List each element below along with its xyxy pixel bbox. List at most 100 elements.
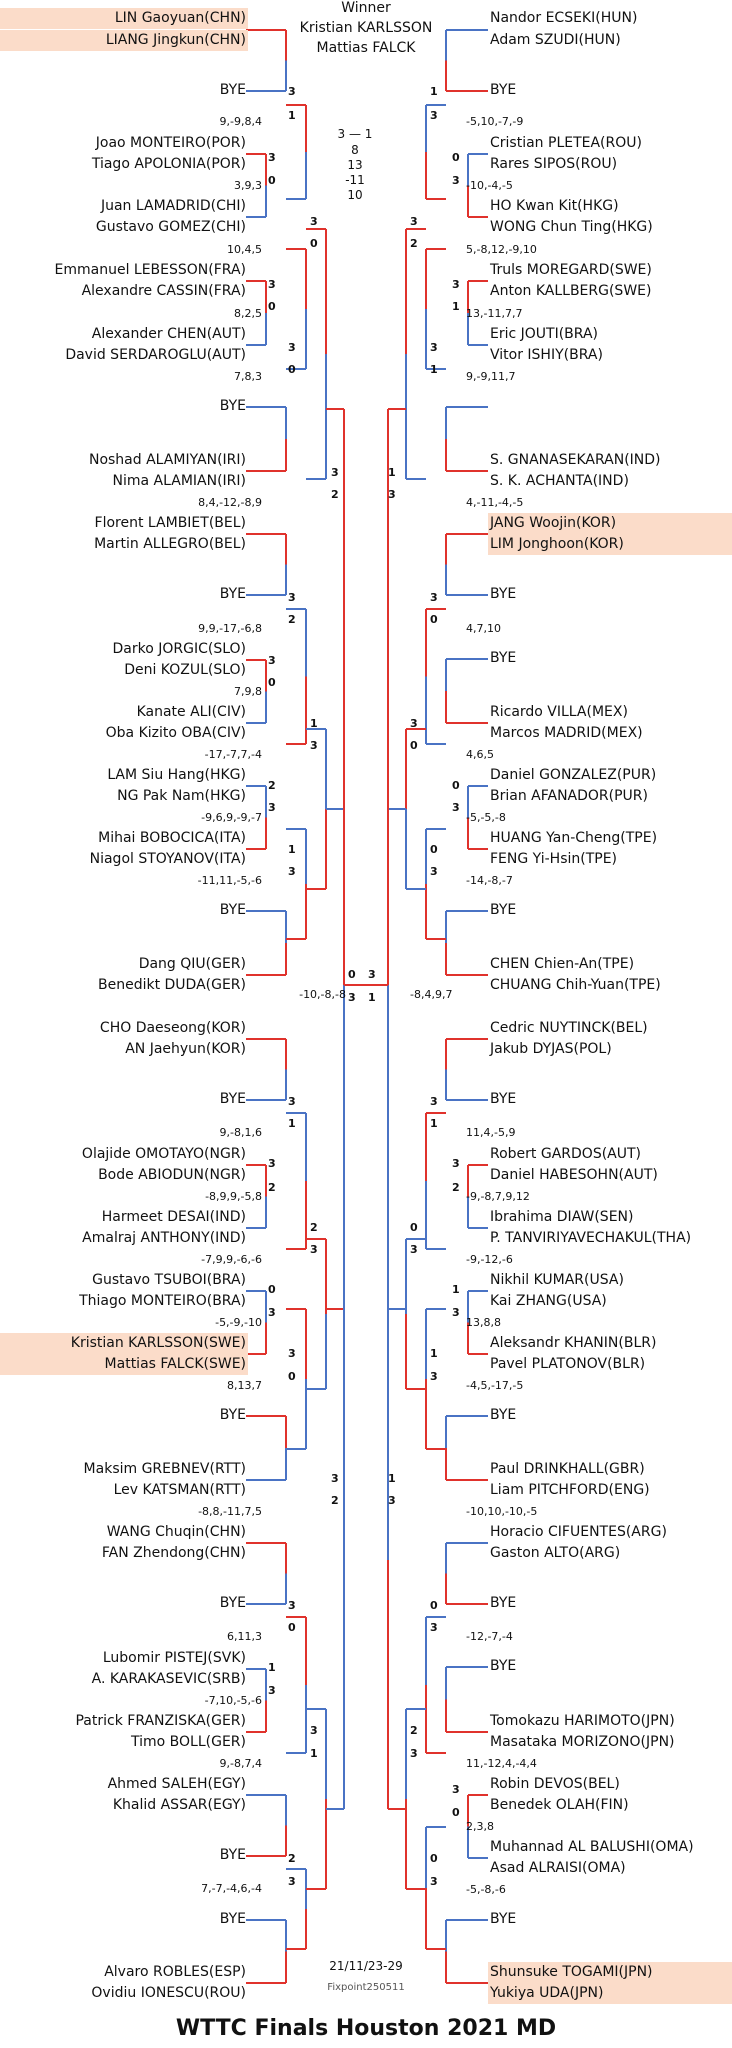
player-name: Cedric NUYTINCK(BEL) — [490, 1020, 648, 1036]
set-scores: -12,-7,-4 — [466, 1630, 513, 1643]
set-scores: 2,3,8 — [466, 1820, 494, 1833]
page-title: WTTC Finals Houston 2021 MD — [175, 2016, 557, 2041]
game-score: 3 — [331, 1472, 339, 1485]
bye-entry: BYE — [490, 1911, 517, 1927]
set-scores: 8,13,7 — [227, 1379, 262, 1392]
game-score: 1 — [288, 109, 296, 122]
player-name: Nandor ECSEKI(HUN) — [490, 10, 638, 26]
set-scores: 8,4,-12,-8,9 — [198, 496, 262, 509]
game-score: 3 — [452, 801, 460, 814]
final-game-4: 10 — [347, 188, 363, 202]
set-scores: -8,8,-11,7,5 — [198, 1505, 262, 1518]
game-score: 3 — [430, 1370, 438, 1383]
game-score: 0 — [268, 300, 276, 313]
bye-entry: BYE — [490, 586, 517, 602]
player-name: Vitor ISHIY(BRA) — [490, 347, 603, 363]
game-score: 3 — [268, 654, 276, 667]
player-name: Niagol STOYANOV(ITA) — [89, 851, 246, 867]
player-name: Alexandre CASSIN(FRA) — [81, 283, 246, 299]
game-score: 3 — [430, 865, 438, 878]
player-name: Harmeet DESAI(IND) — [101, 1209, 246, 1225]
set-scores: 8,2,5 — [234, 307, 262, 320]
bye-entry: BYE — [219, 902, 246, 918]
game-score: 0 — [288, 1370, 296, 1383]
set-scores: 11,4,-5,9 — [466, 1126, 516, 1139]
game-score: 3 — [430, 1621, 438, 1634]
set-scores: 6,11,3 — [227, 1630, 262, 1643]
champion-highlight — [0, 30, 248, 51]
set-scores: 9,-9,11,7 — [466, 370, 516, 383]
set-scores: -7,10,-5,-6 — [204, 1694, 262, 1707]
player-name: Ahmed SALEH(EGY) — [107, 1776, 246, 1792]
player-name: Jakub DYJAS(POL) — [490, 1041, 612, 1057]
game-score: 1 — [452, 300, 460, 313]
set-scores: -9,6,9,-9,-7 — [201, 811, 262, 824]
game-score: 3 — [331, 466, 339, 479]
game-score: 3 — [288, 865, 296, 878]
player-name: Ibrahima DIAW(SEN) — [490, 1209, 634, 1225]
player-name: Anton KALLBERG(SWE) — [490, 283, 652, 299]
set-scores: -10,-4,-5 — [466, 179, 513, 192]
player-name: Nima ALAMIAN(IRI) — [112, 473, 246, 489]
player-name: LIM Jonghoon(KOR) — [490, 536, 624, 552]
player-name: Timo BOLL(GER) — [131, 1734, 246, 1750]
game-score: 3 — [310, 215, 318, 228]
game-score: 0 — [268, 174, 276, 187]
game-score: 3 — [410, 717, 418, 730]
bye-entry: BYE — [219, 1407, 246, 1423]
player-name: LIANG Jingkun(CHN) — [105, 32, 246, 48]
player-name: JANG Woojin(KOR) — [490, 515, 617, 531]
player-name: Masataka MORIZONO(JPN) — [490, 1734, 675, 1750]
player-name: Paul DRINKHALL(GBR) — [490, 1461, 645, 1477]
game-score: 0 — [430, 1852, 438, 1865]
game-score: 3 — [388, 488, 396, 501]
set-scores: -7,9,9,-6,-6 — [201, 1253, 262, 1266]
game-score: 3 — [288, 341, 296, 354]
player-name: Gustavo GOMEZ(CHI) — [95, 219, 246, 235]
game-score: 0 — [452, 779, 460, 792]
game-score: 0 — [430, 843, 438, 856]
player-name: Gaston ALTO(ARG) — [490, 1545, 621, 1561]
bye-entry: BYE — [490, 1658, 517, 1674]
game-score: 3 — [410, 215, 418, 228]
game-score: 1 — [388, 1472, 396, 1485]
player-name: HUANG Yan-Cheng(TPE) — [490, 830, 658, 846]
game-score: 3 — [288, 1347, 296, 1360]
game-score: 3 — [430, 1875, 438, 1888]
game-score: 3 — [288, 85, 296, 98]
game-score: 1 — [430, 1117, 438, 1130]
game-score: 0 — [288, 363, 296, 376]
bye-entry: BYE — [490, 1595, 517, 1611]
player-name: Olajide OMOTAYO(NGR) — [81, 1146, 246, 1162]
bye-entry: BYE — [490, 1407, 517, 1423]
game-score: 3 — [310, 1724, 318, 1737]
player-name: Dang QIU(GER) — [138, 956, 246, 972]
game-score: 3 — [452, 1306, 460, 1319]
final-result: 3 — 1 — [337, 127, 373, 141]
bye-entry: BYE — [219, 586, 246, 602]
game-score: 3 — [288, 1599, 296, 1612]
player-name: Noshad ALAMIYAN(IRI) — [88, 452, 246, 468]
game-score: 1 — [430, 1347, 438, 1360]
player-name: HO Kwan Kit(HKG) — [490, 198, 619, 214]
winner-name-2: Mattias FALCK — [316, 40, 416, 56]
game-score: 3 — [452, 1783, 460, 1796]
player-name: Darko JORGIC(SLO) — [112, 641, 247, 657]
player-name: Robert GARDOS(AUT) — [490, 1146, 641, 1162]
player-name: Mattias FALCK(SWE) — [104, 1356, 246, 1372]
game-score: 0 — [410, 739, 418, 752]
player-name: Cristian PLETEA(ROU) — [490, 135, 642, 151]
set-scores: 4,6,5 — [466, 748, 494, 761]
player-name: Bode ABIODUN(NGR) — [98, 1167, 246, 1183]
game-score: 3 — [430, 1095, 438, 1108]
set-scores: -17,-7,7,-4 — [204, 748, 262, 761]
player-name: Kristian KARLSSON(SWE) — [70, 1335, 246, 1351]
player-name: Amalraj ANTHONY(IND) — [82, 1230, 246, 1246]
player-name: Liam PITCHFORD(ENG) — [490, 1482, 650, 1498]
champion-highlight — [488, 513, 732, 534]
bye-entry: BYE — [219, 1595, 246, 1611]
player-name: Eric JOUTI(BRA) — [490, 326, 598, 342]
set-scores: 10,4,5 — [227, 243, 262, 256]
player-name: Tomokazu HARIMOTO(JPN) — [490, 1713, 675, 1729]
